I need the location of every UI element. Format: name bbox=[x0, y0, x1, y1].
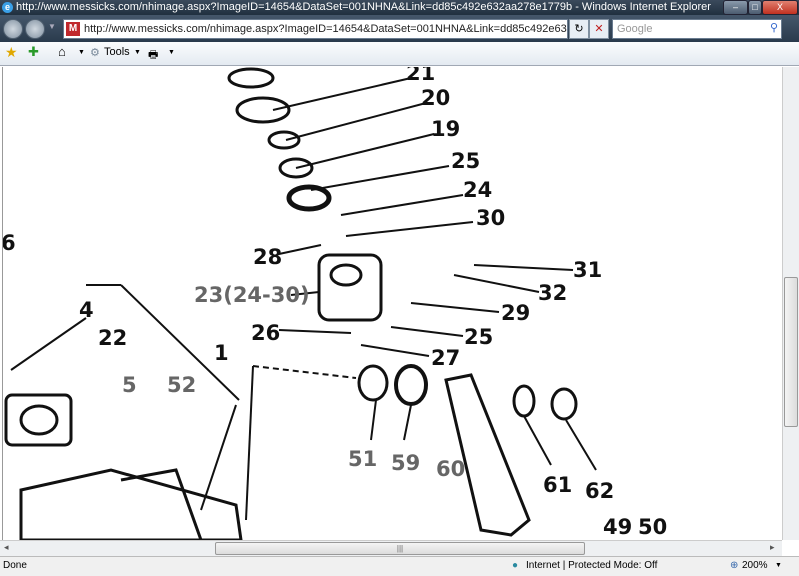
search-input[interactable]: Google bbox=[612, 19, 782, 39]
maximize-button[interactable]: □ bbox=[748, 0, 762, 15]
scroll-right-arrow-icon[interactable]: ▸ bbox=[770, 542, 775, 552]
home-icon[interactable]: ⌂ bbox=[58, 44, 66, 59]
part-number-label: 62 bbox=[585, 479, 614, 503]
part-number-label: 1 bbox=[214, 341, 229, 365]
horizontal-scrollbar[interactable]: ◂ ||| ▸ bbox=[0, 540, 782, 556]
part-number-label: 25 bbox=[464, 325, 493, 349]
minimize-button[interactable]: – bbox=[723, 0, 748, 15]
horizontal-scroll-thumb[interactable]: ||| bbox=[215, 542, 585, 555]
forward-button[interactable] bbox=[25, 19, 45, 39]
part-number-label: 29 bbox=[501, 301, 530, 325]
back-button[interactable] bbox=[3, 19, 23, 39]
url-text: http://www.messicks.com/nhimage.aspx?Ima… bbox=[84, 23, 568, 35]
favorites-star-icon[interactable]: ★ bbox=[5, 44, 18, 60]
part-number-label: 52 bbox=[167, 373, 196, 397]
title-bar: e http://www.messicks.com/nhimage.aspx?I… bbox=[0, 0, 799, 15]
part-number-label: 50 bbox=[638, 515, 667, 539]
part-number-label: 28 bbox=[253, 245, 282, 269]
part-number-label: 6 bbox=[3, 231, 16, 255]
security-zone[interactable]: Internet | Protected Mode: Off bbox=[526, 560, 658, 571]
navigation-bar: ▼ M http://www.messicks.com/nhimage.aspx… bbox=[0, 15, 799, 42]
part-number-label: 32 bbox=[538, 281, 567, 305]
print-icon[interactable]: 🖶 bbox=[148, 49, 159, 61]
part-number-label: 20 bbox=[421, 86, 450, 110]
home-dropdown-icon[interactable]: ▼ bbox=[78, 49, 85, 56]
part-number-label: 22 bbox=[98, 326, 127, 350]
zoom-level[interactable]: 200% bbox=[742, 560, 768, 571]
part-number-label: 23(24-30) bbox=[194, 283, 310, 307]
ie-logo-icon: e bbox=[2, 2, 13, 13]
scroll-left-arrow-icon[interactable]: ◂ bbox=[4, 542, 9, 552]
internet-globe-icon: ● bbox=[512, 560, 519, 571]
refresh-button[interactable]: ↻ bbox=[569, 19, 589, 39]
address-bar[interactable]: M http://www.messicks.com/nhimage.aspx?I… bbox=[63, 19, 568, 39]
part-number-label: 49 bbox=[603, 515, 632, 539]
part-number-label: 19 bbox=[431, 117, 460, 141]
part-number-label: 24 bbox=[463, 178, 492, 202]
part-number-label: 61 bbox=[543, 473, 572, 497]
close-button[interactable]: X bbox=[762, 0, 798, 15]
add-favorites-icon[interactable]: ✚ bbox=[28, 44, 39, 59]
vertical-scrollbar[interactable] bbox=[782, 67, 799, 540]
window-title: http://www.messicks.com/nhimage.aspx?Ima… bbox=[16, 1, 711, 13]
part-number-label: 21 bbox=[406, 67, 435, 85]
part-number-label: 5 bbox=[122, 373, 137, 397]
part-number-label: 25 bbox=[451, 149, 480, 173]
part-number-label: 4 bbox=[79, 298, 94, 322]
vertical-scroll-thumb[interactable] bbox=[784, 277, 798, 427]
part-number-label: 51 bbox=[348, 447, 377, 471]
part-number-label: 30 bbox=[476, 206, 505, 230]
tools-dropdown-icon[interactable]: ▼ bbox=[134, 49, 141, 56]
tools-menu[interactable]: Tools bbox=[104, 46, 130, 58]
zoom-dropdown-icon[interactable]: ▼ bbox=[775, 562, 782, 569]
part-number-label: 31 bbox=[573, 258, 602, 282]
status-text: Done bbox=[3, 560, 27, 571]
zoom-icon: ⊕ bbox=[730, 560, 739, 571]
part-number-label: 27 bbox=[431, 346, 460, 370]
status-bar: Done ● Internet | Protected Mode: Off ⊕ … bbox=[0, 556, 799, 576]
search-icon[interactable]: ⚲ bbox=[770, 22, 779, 34]
command-bar: ★ ✚ ⌂ ▼ ⚙ Tools ▼ 🖶 ▼ bbox=[0, 42, 799, 66]
part-number-label: 26 bbox=[251, 321, 280, 345]
part-number-label: 59 bbox=[391, 451, 420, 475]
stop-button[interactable]: ✕ bbox=[589, 19, 609, 39]
tools-gear-icon: ⚙ bbox=[90, 47, 100, 59]
print-dropdown-icon[interactable]: ▼ bbox=[168, 49, 175, 56]
site-favicon-icon: M bbox=[66, 22, 80, 36]
part-number-label: 60 bbox=[436, 457, 465, 481]
recent-pages-dropdown-icon[interactable]: ▼ bbox=[48, 22, 56, 31]
